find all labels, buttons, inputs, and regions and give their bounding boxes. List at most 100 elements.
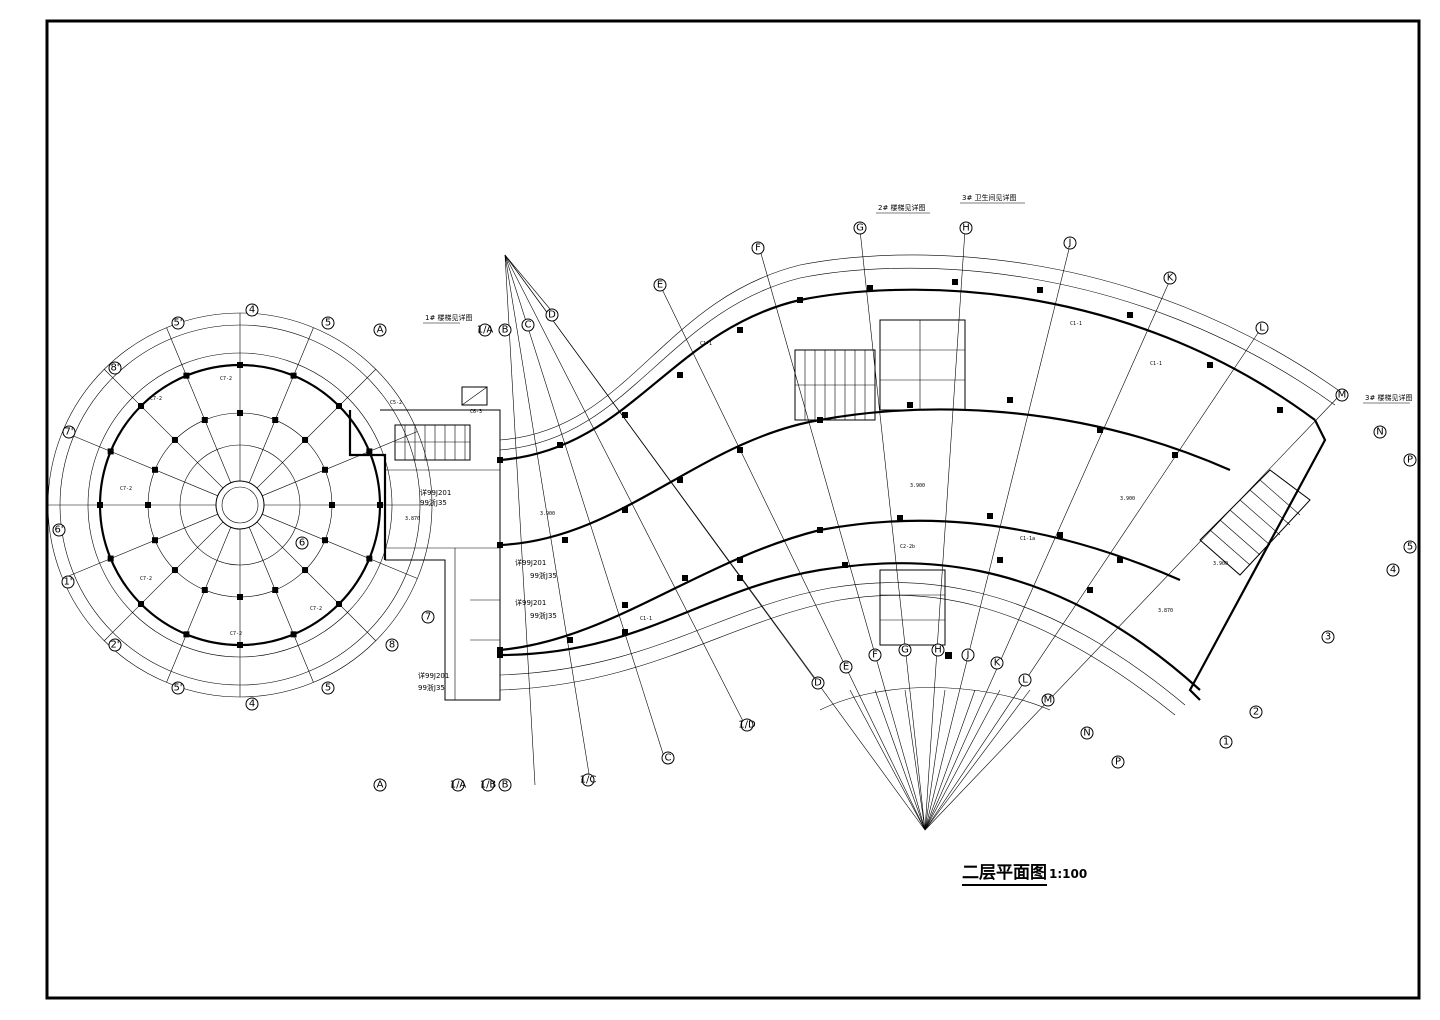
svg-text:6: 6 xyxy=(299,538,305,549)
axis-bubble-7p: 7' xyxy=(62,425,76,439)
axis-bubble-5-tower-top: 5 xyxy=(321,316,335,330)
svg-text:2': 2' xyxy=(110,640,119,651)
axis-bubble-J-bottom: J xyxy=(961,648,975,662)
axis-bubble-5-tower-bottom: 5 xyxy=(321,681,335,695)
axis-bubble-D-top: D xyxy=(545,308,559,322)
svg-text:A: A xyxy=(377,780,384,791)
axis-bubble-P-bottom: P xyxy=(1111,755,1125,769)
svg-text:3: 3 xyxy=(1325,632,1331,643)
axis-bubble-1p: 1' xyxy=(61,575,75,589)
axis-bubble-5-right: 5 xyxy=(1403,540,1417,554)
axis-bubble-4-right: 4 xyxy=(1386,563,1400,577)
note-99zj35-c: 99浙J35 xyxy=(530,611,557,620)
axis-bubble-N-bottom: N xyxy=(1080,726,1094,740)
svg-text:C: C xyxy=(665,753,672,764)
svg-text:8': 8' xyxy=(110,363,119,374)
svg-text:5': 5' xyxy=(173,318,182,329)
note-99j201-c: 详99J201 xyxy=(515,598,546,607)
note-stair1: 1# 楼梯见详图 xyxy=(425,313,473,322)
axis-bubble-B-bottom: B xyxy=(498,778,512,792)
svg-text:L: L xyxy=(1022,675,1028,686)
note-99j201-d: 详99J201 xyxy=(418,671,449,680)
axis-bubble-4-tower-top: 4 xyxy=(245,303,259,317)
svg-text:2: 2 xyxy=(1253,707,1259,718)
svg-text:E: E xyxy=(843,662,849,673)
win-c5-2: C5-2 xyxy=(390,400,402,406)
win-c1-1-b: C1-1 xyxy=(1070,321,1082,327)
svg-text:H: H xyxy=(934,645,942,656)
axis-bubble-F-bottom: F xyxy=(868,648,882,662)
svg-text:5: 5 xyxy=(325,683,331,694)
axis-bubble-7: 7 xyxy=(421,610,435,624)
svg-text:G: G xyxy=(856,223,864,234)
axis-bubble-H-top: H xyxy=(959,221,973,235)
note-stair2: 2# 楼梯见详图 xyxy=(878,203,926,212)
win-c7-2-e: C7-2 xyxy=(230,631,242,637)
svg-text:D: D xyxy=(548,310,556,321)
svg-text:C: C xyxy=(525,320,532,331)
axis-bubble-K-bottom: K xyxy=(990,656,1004,670)
svg-text:H: H xyxy=(962,223,970,234)
axis-bubble-1C-bottom: 1/C xyxy=(580,773,597,787)
svg-text:N: N xyxy=(1083,728,1090,739)
svg-text:A: A xyxy=(377,325,384,336)
note-99zj35-a: 99浙J35 xyxy=(420,498,447,507)
note-99zj35-d: 99浙J35 xyxy=(418,683,445,692)
svg-text:1/B: 1/B xyxy=(480,780,497,791)
svg-text:M: M xyxy=(1338,390,1347,401)
level-3900-b: 3.900 xyxy=(1120,496,1135,502)
axis-bubble-A-top: A xyxy=(373,323,387,337)
svg-text:P: P xyxy=(1115,757,1121,768)
axis-bubble-5p-top: 5' xyxy=(171,316,185,330)
curved-wing xyxy=(497,229,1346,831)
drawing-scale: 1:100 xyxy=(1049,867,1088,881)
axis-bubble-1: 1 xyxy=(1219,735,1233,749)
note-stair3: 3# 楼梯见详图 xyxy=(1365,393,1413,402)
svg-text:P: P xyxy=(1407,455,1413,466)
svg-text:L: L xyxy=(1259,323,1265,334)
win-c6-3: C6-3 xyxy=(470,409,482,415)
level-3870-b: 3.870 xyxy=(1158,608,1173,614)
note-99j201-a: 详99J201 xyxy=(420,488,451,497)
svg-text:J: J xyxy=(1068,238,1072,249)
round-tower xyxy=(47,312,433,698)
svg-text:K: K xyxy=(1167,273,1174,284)
note-99j201-b: 详99J201 xyxy=(515,558,546,567)
svg-text:D: D xyxy=(814,678,822,689)
axis-bubble-G-bottom: G xyxy=(898,643,912,657)
svg-text:8: 8 xyxy=(389,640,395,651)
win-c7-2-b: C7-2 xyxy=(120,486,132,492)
axis-bubble-6p: 6' xyxy=(52,523,66,537)
svg-text:1/C: 1/C xyxy=(580,775,597,786)
axis-bubble-A-bottom: A xyxy=(373,778,387,792)
axis-bubble-H-bottom: H xyxy=(931,643,945,657)
axis-bubble-8p: 8' xyxy=(108,361,122,375)
win-c7-2-a: C7-2 xyxy=(150,396,162,402)
win-c1-1-c: C1-1 xyxy=(1150,361,1162,367)
axis-bubble-M-top: M xyxy=(1335,388,1349,402)
axis-bubble-G-top: G xyxy=(853,221,867,235)
win-c1-1-a: C1-1 xyxy=(700,341,712,347)
svg-text:1/D: 1/D xyxy=(738,720,756,731)
svg-text:1: 1 xyxy=(1223,737,1229,748)
svg-text:4: 4 xyxy=(1390,565,1396,576)
win-c1-1a: C1-1a xyxy=(1020,536,1035,542)
axis-bubble-C-top: C xyxy=(521,318,535,332)
svg-text:F: F xyxy=(755,243,761,254)
annotations: 1# 楼梯见详图 2# 楼梯见详图 3# 卫生间见详图 3# 楼梯见详图 详99… xyxy=(120,193,1413,692)
win-c7-2-f: C7-2 xyxy=(310,606,322,612)
axis-bubble-5p-bottom: 5' xyxy=(171,681,185,695)
level-3900-d: 3.900 xyxy=(1213,561,1228,567)
svg-text:4: 4 xyxy=(249,305,255,316)
axis-bubble-D-bottom: D xyxy=(811,676,825,690)
svg-text:5: 5 xyxy=(325,318,331,329)
axis-bubble-8: 8 xyxy=(385,638,399,652)
svg-text:1': 1' xyxy=(63,577,72,588)
axis-bubble-3: 3 xyxy=(1321,630,1335,644)
svg-text:K: K xyxy=(994,658,1001,669)
axis-bubble-P-top: P xyxy=(1403,453,1417,467)
svg-text:5: 5 xyxy=(1407,542,1413,553)
axis-bubble-1A-bottom: 1/A xyxy=(450,778,466,792)
win-c7-2-c: C7-2 xyxy=(140,576,152,582)
